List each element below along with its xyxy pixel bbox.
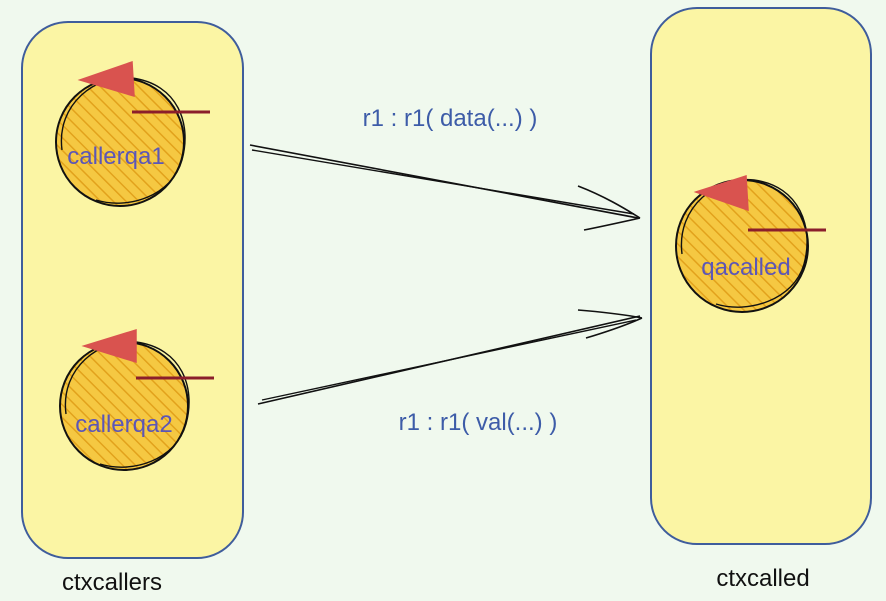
arrowhead-icon — [577, 309, 643, 319]
message-label: r1 : r1( data(...) ) — [363, 105, 538, 132]
sketch-stroke — [64, 340, 190, 468]
context-label: ctxcallers — [62, 569, 162, 596]
actor-qacalled[interactable]: qacalled — [675, 174, 826, 313]
sketch-stroke — [60, 76, 186, 204]
message-edge-2[interactable]: r1 : r1( val(...) ) — [257, 309, 643, 436]
actor-label: callerqa2 — [75, 411, 172, 438]
flag-icon — [77, 60, 135, 98]
message-label: r1 : r1( val(...) ) — [399, 409, 558, 436]
flag-icon — [81, 328, 137, 364]
arrowhead-icon — [585, 317, 643, 339]
actor-callerqa1[interactable]: callerqa1 — [55, 60, 210, 207]
sketch-stroke — [680, 178, 808, 308]
actor-label: callerqa1 — [67, 143, 164, 170]
arrowhead-icon — [577, 185, 641, 219]
arrow-line — [261, 319, 637, 401]
message-edge-1[interactable]: r1 : r1( data(...) ) — [249, 105, 641, 231]
flag-icon — [693, 174, 749, 212]
actor-label: qacalled — [701, 254, 790, 281]
actor-callerqa2[interactable]: callerqa2 — [59, 328, 214, 471]
arrow-line — [251, 149, 635, 215]
arrowhead-icon — [583, 217, 641, 231]
context-label: ctxcalled — [716, 565, 809, 592]
